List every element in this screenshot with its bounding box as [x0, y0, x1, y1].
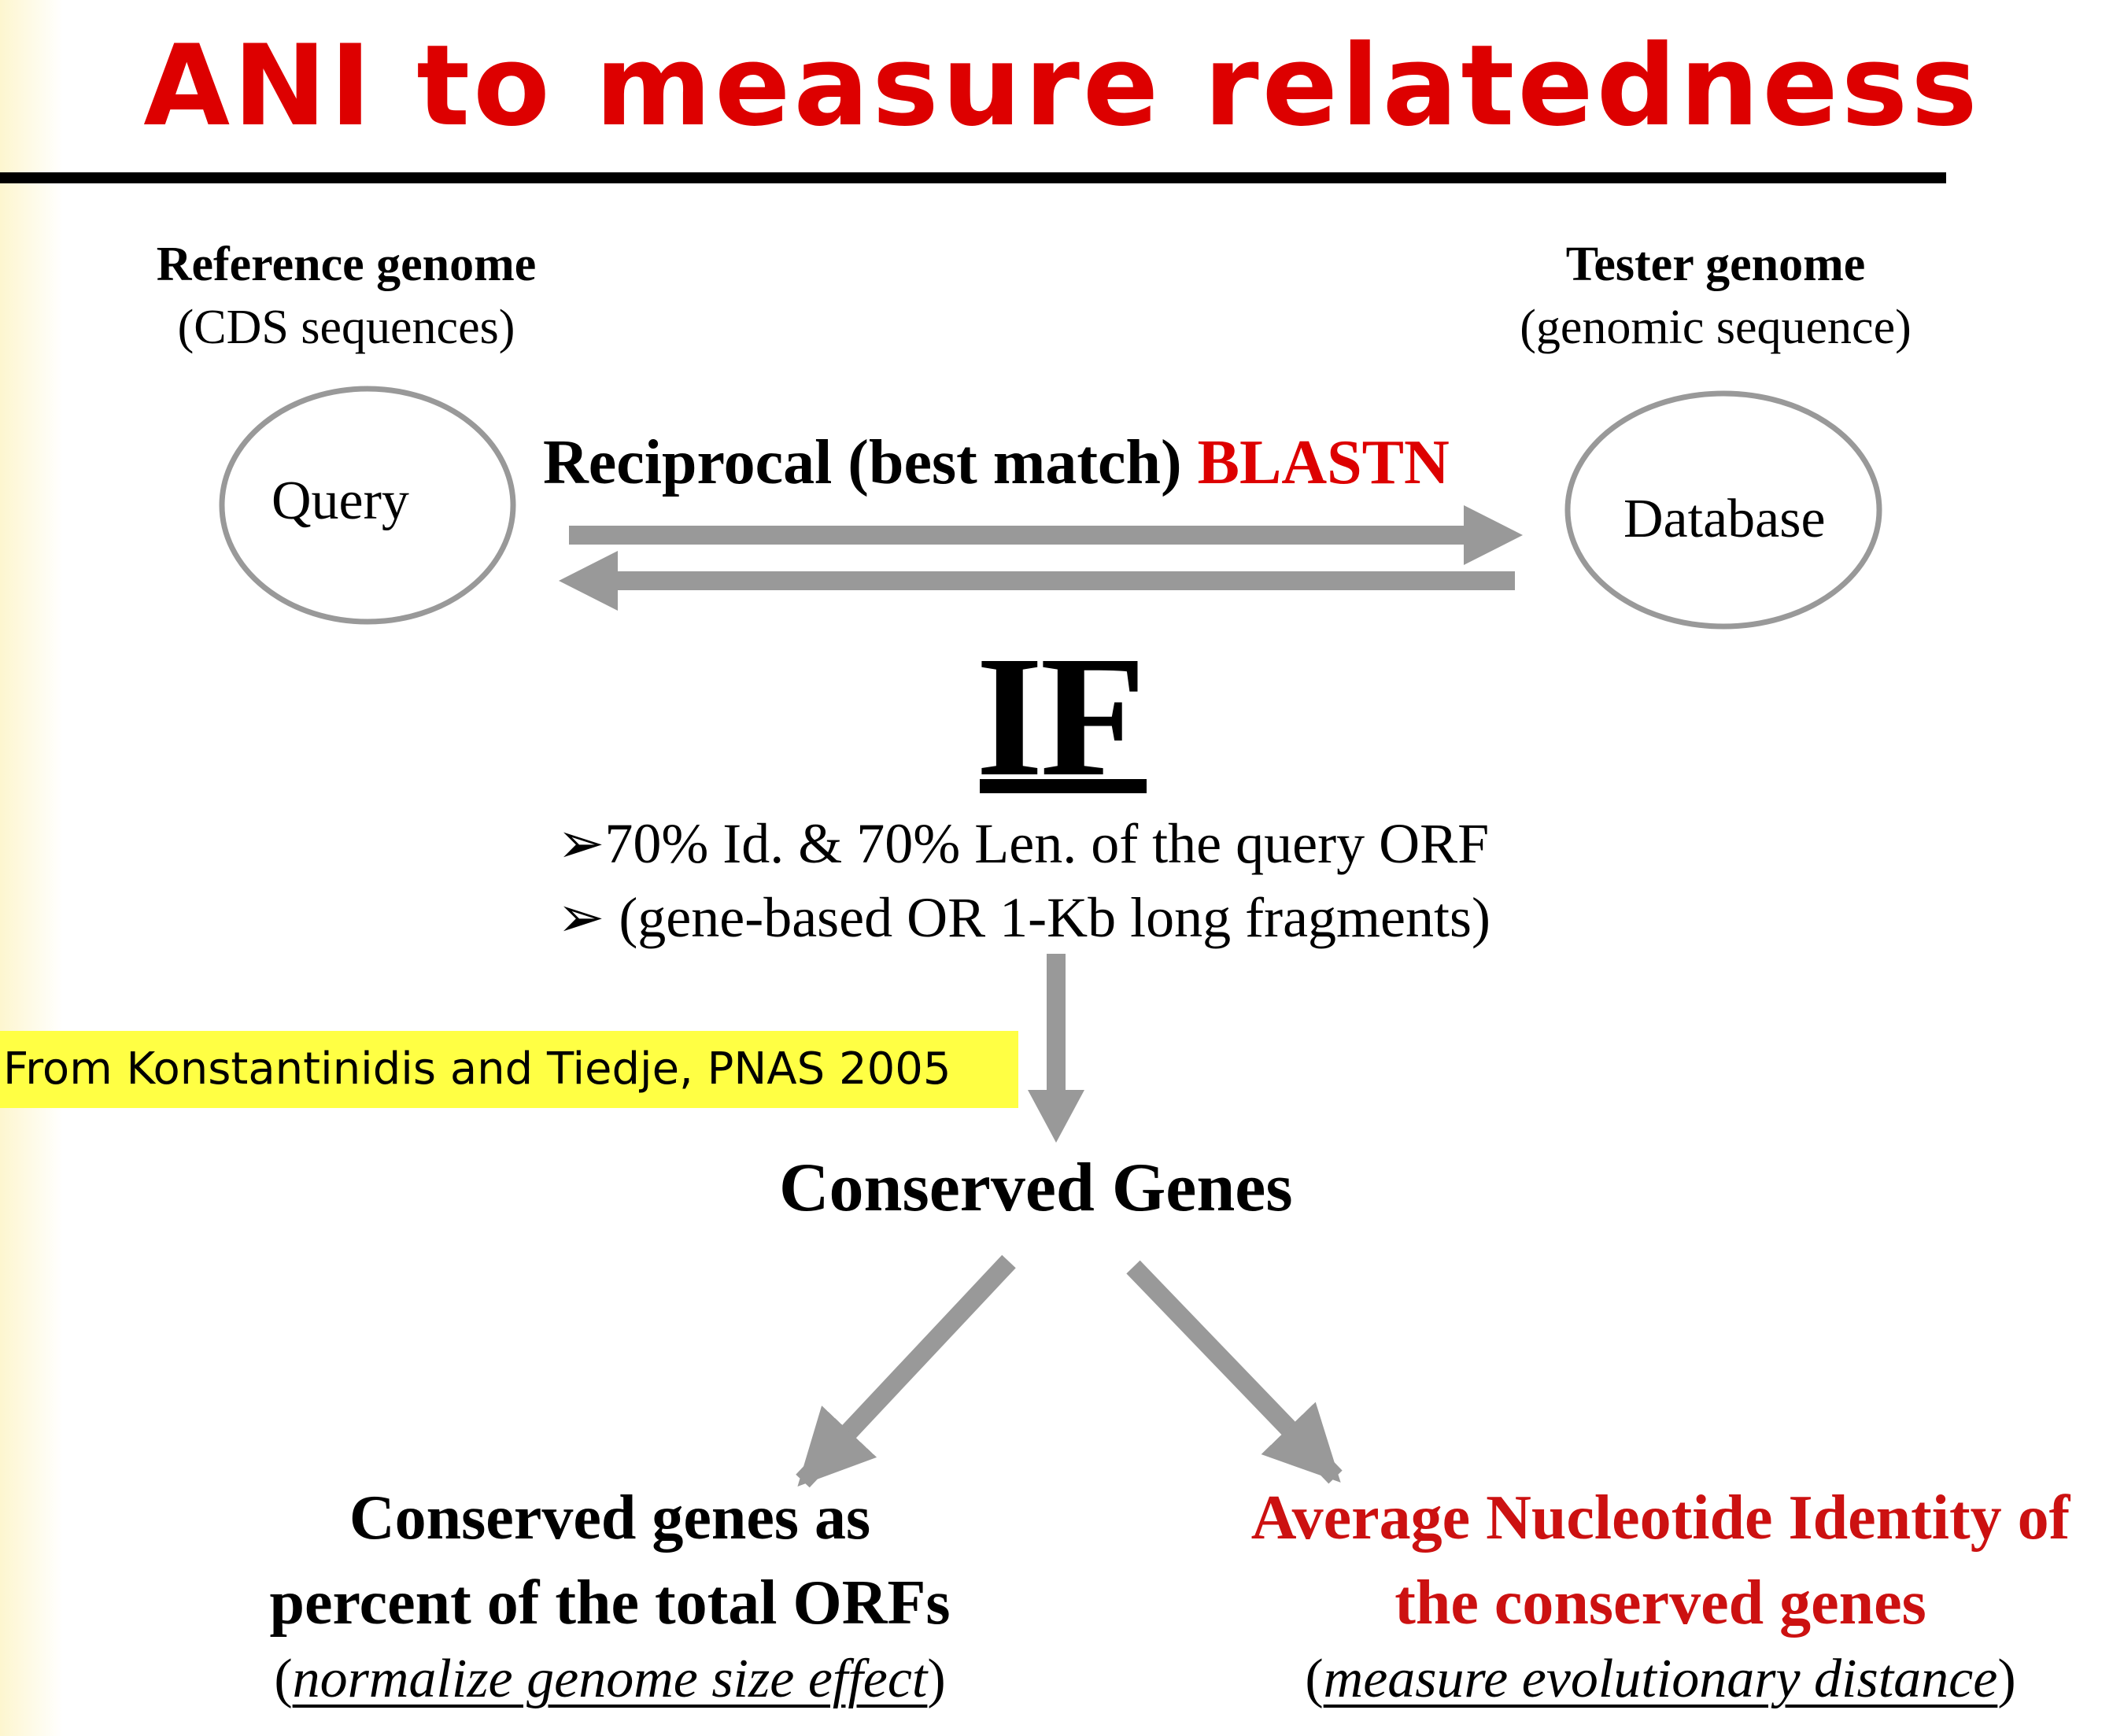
outcome-right-line1: Average Nucleotide Identity of — [1250, 1483, 2070, 1553]
outcome-left-note-text: normalize genome size effect — [292, 1649, 928, 1709]
conserved-genes-heading: Conserved Genes — [779, 1150, 1293, 1226]
outcome-right-note-text: measure evolutionary distance — [1323, 1649, 1998, 1709]
outcome-left-line1: Conserved genes as — [349, 1483, 871, 1553]
outcome-right: Average Nucleotide Identity of the conse… — [1204, 1476, 2117, 1707]
outcome-right-note: (measure evolutionary distance) — [1204, 1652, 2117, 1707]
criterion-fragments: ➢ (gene-based OR 1-Kb long fragments) — [557, 886, 1490, 949]
title-rule — [0, 172, 1946, 183]
forward-arrow-shaft — [569, 526, 1474, 545]
reference-genome-desc: (CDS sequences) — [177, 301, 515, 354]
if-heading: IF — [976, 620, 1146, 812]
outcome-right-line2: the conserved genes — [1394, 1568, 1926, 1638]
forward-arrow-head — [1464, 505, 1523, 565]
down-arrow-shaft — [1047, 954, 1066, 1099]
tester-genome-header: Tester genome (genomic sequence) — [1472, 240, 1960, 352]
tester-genome-name: Tester genome — [1565, 238, 1866, 291]
query-label: Query — [272, 471, 409, 531]
left-diagonal-arrow — [796, 1254, 1016, 1488]
criterion-identity: ➢70% Id. & 70% Len. of the query ORF — [557, 812, 1490, 875]
reverse-arrow-head — [559, 551, 618, 611]
blast-label-text: Reciprocal (best match) — [543, 428, 1182, 497]
blast-label-highlight: BLASTN — [1197, 428, 1450, 497]
reverse-arrow-shaft — [606, 571, 1515, 590]
if-underline — [980, 779, 1147, 793]
note-close-paren: ) — [1997, 1649, 2016, 1709]
blast-label: Reciprocal (best match) BLASTN — [543, 431, 1450, 494]
query-node — [219, 386, 516, 625]
outcome-left-line2: percent of the total ORFs — [269, 1568, 951, 1638]
note-close-paren: ) — [927, 1649, 946, 1709]
right-diagonal-arrow — [1126, 1260, 1343, 1484]
outcome-left: Conserved genes as percent of the total … — [138, 1476, 1082, 1707]
database-node — [1564, 390, 1882, 630]
citation-banner: From Konstantinidis and Tiedje, PNAS 200… — [0, 1031, 1018, 1108]
note-open-paren: ( — [1305, 1649, 1324, 1709]
outcome-left-note: (normalize genome size effect) — [138, 1652, 1082, 1707]
down-arrow-head — [1028, 1090, 1084, 1143]
note-open-paren: ( — [274, 1649, 293, 1709]
database-label: Database — [1623, 489, 1826, 549]
reference-genome-name: Reference genome — [156, 238, 537, 291]
tester-genome-desc: (genomic sequence) — [1520, 301, 1912, 354]
slide-title: ANI to measure relatedness — [143, 21, 1981, 151]
reference-genome-header: Reference genome (CDS sequences) — [118, 240, 574, 352]
